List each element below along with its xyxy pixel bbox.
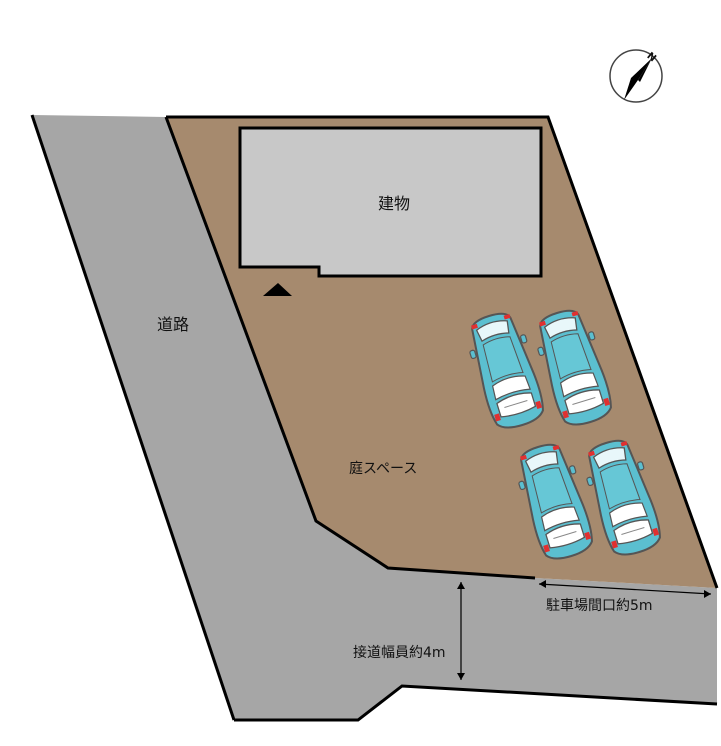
frontage-dimension-arrow <box>538 580 712 598</box>
north-arrow-icon <box>609 49 663 103</box>
entrance-triangle-icon <box>263 283 292 296</box>
road-west-edge <box>30 114 236 721</box>
lot-boundary <box>164 115 719 589</box>
building-label: 建物 <box>378 194 411 213</box>
road-label: 道路 <box>157 315 190 334</box>
building <box>238 126 543 278</box>
garden-space-label: 庭スペース <box>349 461 418 477</box>
road-area <box>32 115 717 720</box>
road-south-edge <box>234 684 718 722</box>
road-width-dimension-arrow <box>457 582 465 680</box>
road-width-label: 接道幅員約4m <box>353 645 446 661</box>
parking-frontage-label: 駐車場間口約5m <box>546 598 653 614</box>
